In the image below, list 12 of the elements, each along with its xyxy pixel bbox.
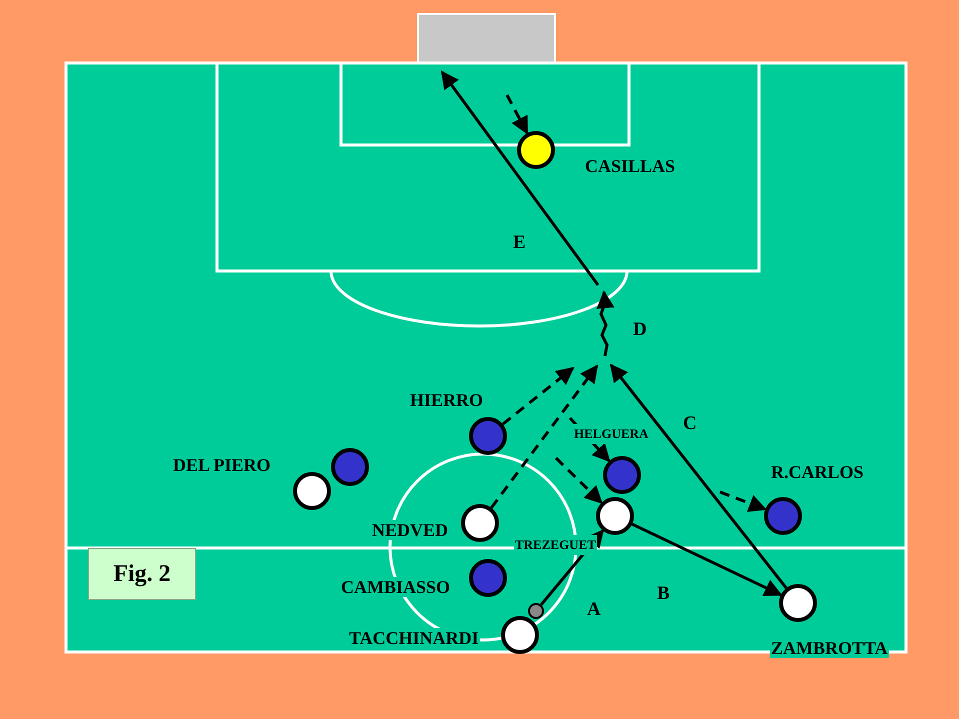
- arrow: [490, 364, 598, 509]
- figure-label: Fig. 2: [88, 548, 196, 600]
- arrow: [610, 364, 788, 589]
- player-name: HELGUERA: [573, 424, 650, 444]
- player-name: CAMBIASSO: [340, 577, 452, 597]
- arrow: [632, 522, 782, 596]
- arrow: [719, 490, 767, 512]
- player-name: NEDVED: [371, 520, 450, 540]
- arrow: [506, 94, 528, 135]
- arrow: [554, 456, 603, 504]
- arrow: [502, 366, 574, 426]
- player-name: TREZEGUET: [514, 535, 597, 555]
